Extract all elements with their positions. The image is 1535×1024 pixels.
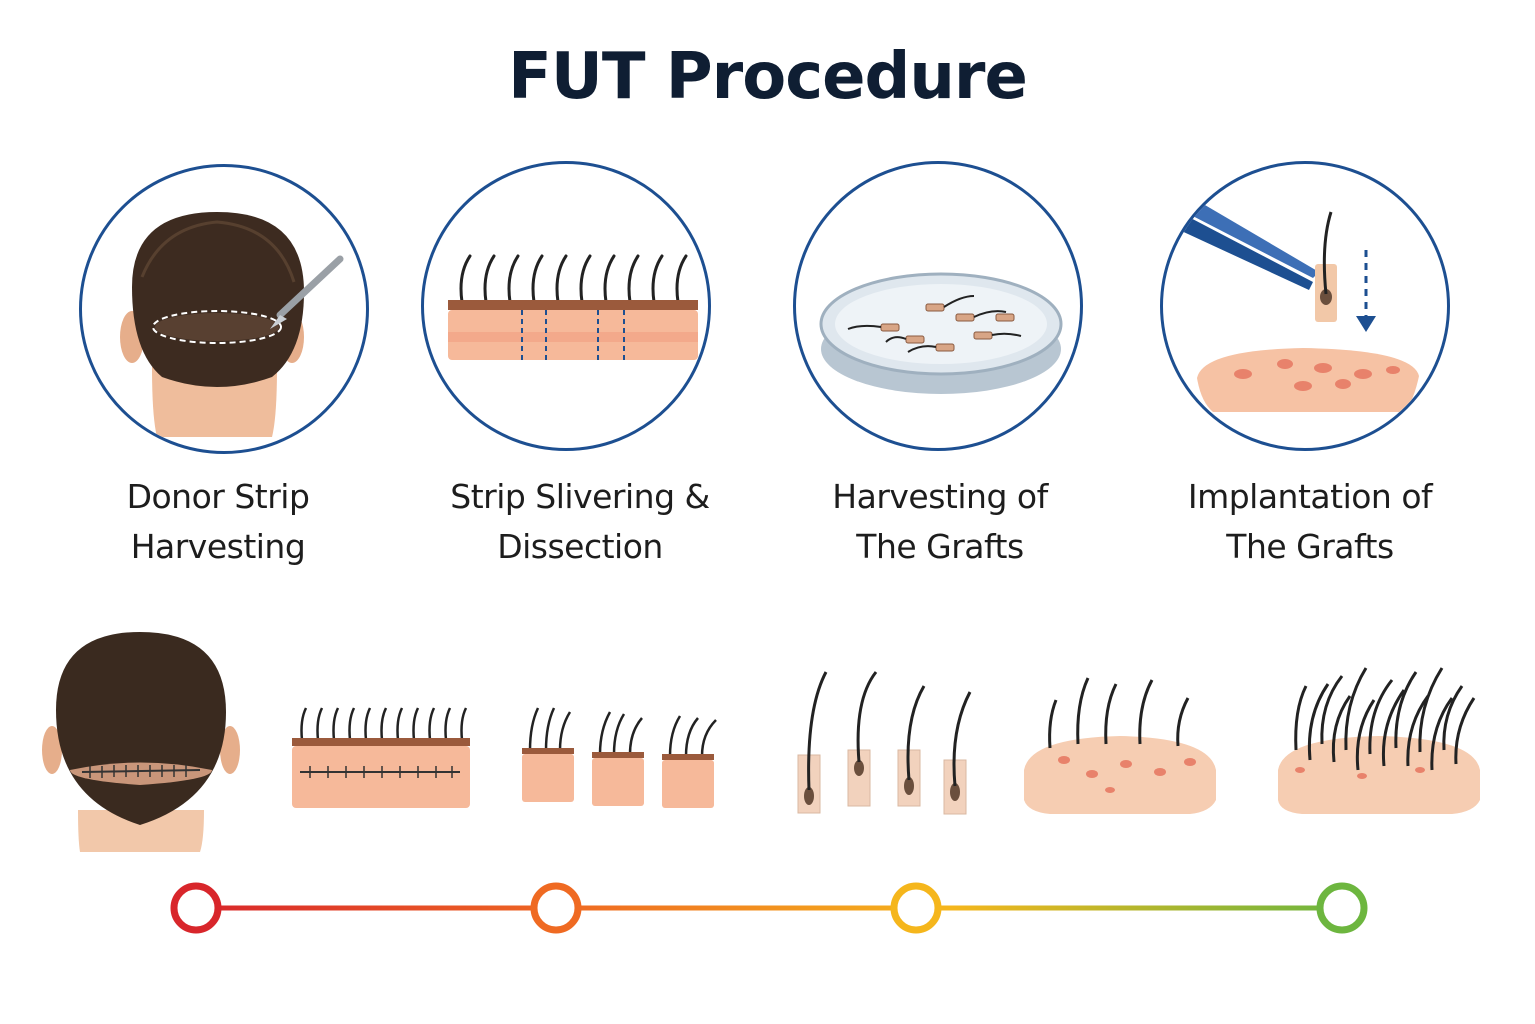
step-1-illustration bbox=[79, 164, 369, 454]
head-scalpel-icon bbox=[120, 212, 344, 437]
timeline-node-2 bbox=[530, 882, 582, 934]
hair-growth-icon bbox=[1278, 667, 1480, 814]
stage-sequence bbox=[42, 632, 1480, 852]
timeline-node-4 bbox=[1316, 882, 1368, 934]
recipient-sites-icon bbox=[1024, 677, 1216, 814]
individual-grafts-icon bbox=[797, 671, 972, 815]
forceps-implant-icon bbox=[1175, 198, 1419, 412]
sutured-head-icon bbox=[42, 632, 240, 852]
step-3-label: Harvesting of The Grafts bbox=[832, 477, 1048, 566]
step-2-label: Strip Slivering & Dissection bbox=[450, 477, 710, 566]
petri-dish-icon bbox=[819, 272, 1063, 394]
timeline-node-1 bbox=[170, 882, 222, 934]
page-title: FUT Procedure bbox=[508, 40, 1028, 114]
step-1-label: Donor Strip Harvesting bbox=[126, 477, 310, 566]
step-2-illustration bbox=[421, 161, 711, 451]
step-3-illustration bbox=[793, 161, 1083, 451]
timeline-node-3 bbox=[890, 882, 942, 934]
tissue-strip-icon bbox=[448, 254, 698, 360]
tissue-slivers-icon bbox=[522, 707, 717, 808]
step-4-illustration bbox=[1160, 161, 1450, 451]
sutured-strip-icon bbox=[292, 707, 470, 808]
step-4-label: Implantation of The Grafts bbox=[1187, 477, 1433, 566]
